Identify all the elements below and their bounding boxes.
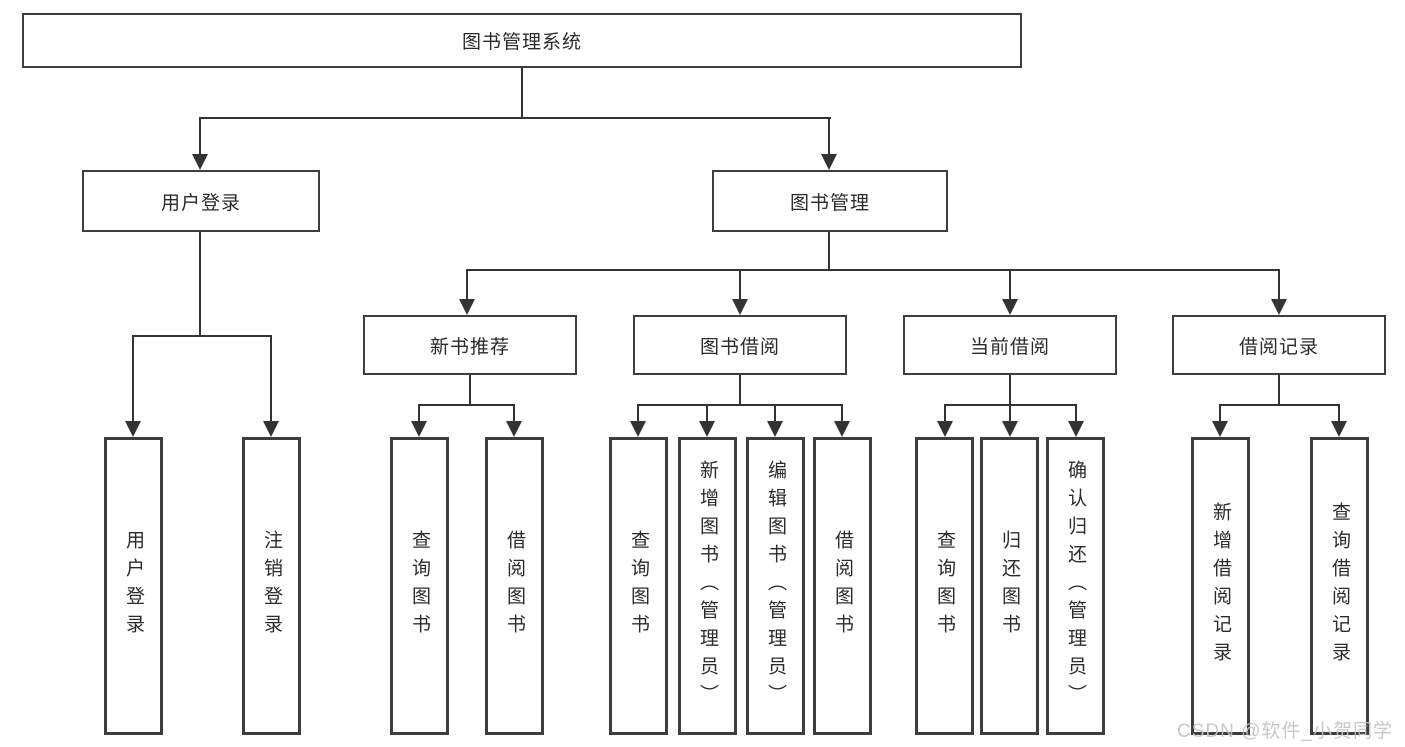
connector-line: [199, 117, 831, 119]
node-leaf-edit-books-admin-label: 编辑图书（管理员）: [765, 460, 786, 712]
connector-line: [199, 117, 201, 154]
arrow-down-icon: [263, 421, 279, 437]
node-leaf-borrow-books-recommend-label: 借阅图书: [504, 530, 525, 642]
connector-line: [466, 269, 1280, 271]
connector-line: [828, 232, 830, 269]
connector-line: [828, 117, 830, 154]
arrow-down-icon: [834, 421, 850, 437]
arrow-down-icon: [506, 421, 522, 437]
connector-line: [1278, 375, 1280, 404]
arrow-down-icon: [411, 421, 427, 437]
node-library-management-system: 图书管理系统: [22, 13, 1022, 68]
connector-line: [1075, 404, 1077, 423]
arrow-down-icon: [1271, 299, 1287, 315]
connector-line: [132, 335, 134, 421]
node-borrowing-records: 借阅记录: [1172, 315, 1386, 375]
connector-line: [513, 404, 515, 423]
arrow-down-icon: [699, 421, 715, 437]
node-leaf-add-borrow-record: 新增借阅记录: [1191, 437, 1250, 735]
node-leaf-user-login: 用户登录: [104, 437, 163, 735]
arrow-down-icon: [1212, 421, 1228, 437]
connector-line: [521, 68, 523, 117]
connector-line: [466, 269, 468, 299]
node-book-management: 图书管理: [712, 170, 948, 232]
node-leaf-query-borrow-record: 查询借阅记录: [1310, 437, 1369, 735]
connector-line: [774, 404, 776, 423]
node-leaf-edit-books-admin: 编辑图书（管理员）: [746, 437, 805, 735]
node-leaf-logout: 注销登录: [242, 437, 301, 735]
arrow-down-icon: [459, 299, 475, 315]
arrow-down-icon: [1068, 421, 1084, 437]
node-leaf-query-books-current-label: 查询图书: [934, 530, 955, 642]
connector-line: [1338, 404, 1340, 423]
connector-line: [469, 375, 471, 404]
node-leaf-user-login-label: 用户登录: [123, 530, 144, 642]
connector-line: [1009, 404, 1011, 423]
arrow-down-icon: [732, 299, 748, 315]
connector-line: [739, 269, 741, 299]
connector-line: [1009, 375, 1011, 404]
node-leaf-query-books-borrow-label: 查询图书: [628, 530, 649, 642]
connector-line: [418, 404, 515, 406]
arrow-down-icon: [937, 421, 953, 437]
arrow-down-icon: [821, 154, 837, 170]
node-current-borrowing: 当前借阅: [903, 315, 1117, 375]
connector-line: [1219, 404, 1340, 406]
node-leaf-borrow-books-label: 借阅图书: [832, 530, 853, 642]
node-leaf-query-books-recommend-label: 查询图书: [409, 530, 430, 642]
connector-line: [637, 404, 843, 406]
node-leaf-add-books-admin: 新增图书（管理员）: [678, 437, 737, 735]
arrow-down-icon: [767, 421, 783, 437]
node-new-book-recommendation: 新书推荐: [363, 315, 577, 375]
node-leaf-logout-label: 注销登录: [261, 530, 282, 642]
arrow-down-icon: [125, 421, 141, 437]
arrow-down-icon: [1002, 421, 1018, 437]
node-leaf-add-borrow-record-label: 新增借阅记录: [1210, 502, 1231, 670]
connector-line: [1278, 269, 1280, 299]
watermark: CSDN @软件_小贺同学: [1177, 721, 1393, 742]
node-book-borrowing: 图书借阅: [633, 315, 847, 375]
connector-line: [841, 404, 843, 423]
node-leaf-confirm-return-admin-label: 确认归还（管理员）: [1065, 460, 1086, 712]
node-leaf-query-books-borrow: 查询图书: [609, 437, 668, 735]
node-leaf-confirm-return-admin: 确认归还（管理员）: [1046, 437, 1105, 735]
connector-line: [418, 404, 420, 423]
node-leaf-query-borrow-record-label: 查询借阅记录: [1329, 502, 1350, 670]
node-leaf-query-books-current: 查询图书: [915, 437, 974, 735]
node-leaf-return-books: 归还图书: [980, 437, 1039, 735]
connector-line: [706, 404, 708, 423]
node-leaf-add-books-admin-label: 新增图书（管理员）: [697, 460, 718, 712]
connector-line: [1009, 269, 1011, 299]
connector-line: [739, 375, 741, 404]
connector-line: [270, 335, 272, 421]
arrow-down-icon: [192, 154, 208, 170]
node-user-login: 用户登录: [82, 170, 320, 232]
connector-line: [1219, 404, 1221, 423]
node-leaf-borrow-books: 借阅图书: [813, 437, 872, 735]
node-leaf-borrow-books-recommend: 借阅图书: [485, 437, 544, 735]
connector-line: [637, 404, 639, 423]
arrow-down-icon: [1331, 421, 1347, 437]
node-leaf-query-books-recommend: 查询图书: [390, 437, 449, 735]
connector-line: [199, 232, 201, 335]
arrow-down-icon: [630, 421, 646, 437]
arrow-down-icon: [1002, 299, 1018, 315]
node-leaf-return-books-label: 归还图书: [999, 530, 1020, 642]
connector-line: [944, 404, 946, 423]
connector-line: [132, 335, 272, 337]
